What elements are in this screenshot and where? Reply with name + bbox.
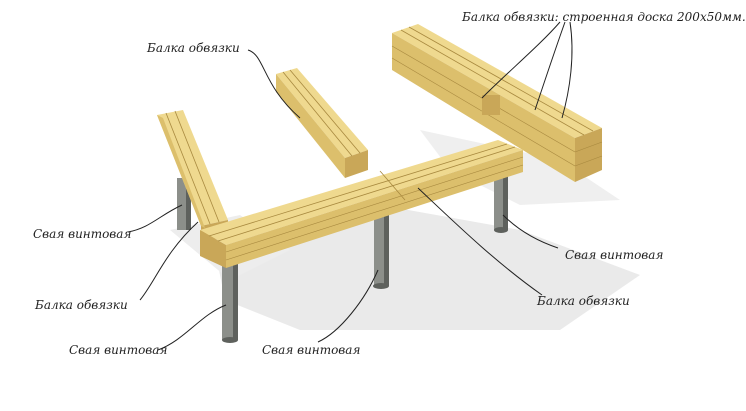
label-beam-left-lower: Балка обвязки (35, 298, 128, 312)
beam-right-tripled (391, 24, 603, 182)
screw-pile-right (494, 165, 508, 233)
leader-beam-top-right-2 (534, 21, 566, 111)
label-pile-bottom-left: Свая винтовая (69, 343, 168, 357)
leader-beam-right-lower (417, 187, 543, 296)
screw-pile-front-center (373, 198, 389, 289)
leader-pile-right (502, 214, 559, 249)
leader-beam-top-center (247, 49, 301, 119)
label-beam-top-right: Балка обвязки: строенная доска 200х50мм. (462, 10, 746, 24)
leader-pile-bottom-left (157, 304, 227, 351)
beam-left (157, 110, 228, 242)
foundation-diagram (127, 21, 640, 351)
screw-pile-front-left (222, 262, 238, 343)
label-pile-bottom-center: Свая винтовая (262, 343, 361, 357)
leader-pile-bottom-center (317, 269, 379, 343)
label-pile-left: Свая винтовая (33, 227, 132, 241)
label-beam-right-lower: Балка обвязки (537, 294, 630, 308)
leader-beam-top-right-3 (561, 21, 573, 119)
label-pile-right: Свая винтовая (565, 248, 664, 262)
beam-front-main (200, 140, 524, 268)
leader-lines (127, 21, 573, 351)
beam-middle (276, 68, 368, 178)
label-beam-top-center: Балка обвязки (147, 41, 240, 55)
leader-beam-left-lower (139, 221, 199, 301)
leader-beam-top-right-1 (481, 21, 561, 99)
leader-pile-left (127, 204, 183, 233)
